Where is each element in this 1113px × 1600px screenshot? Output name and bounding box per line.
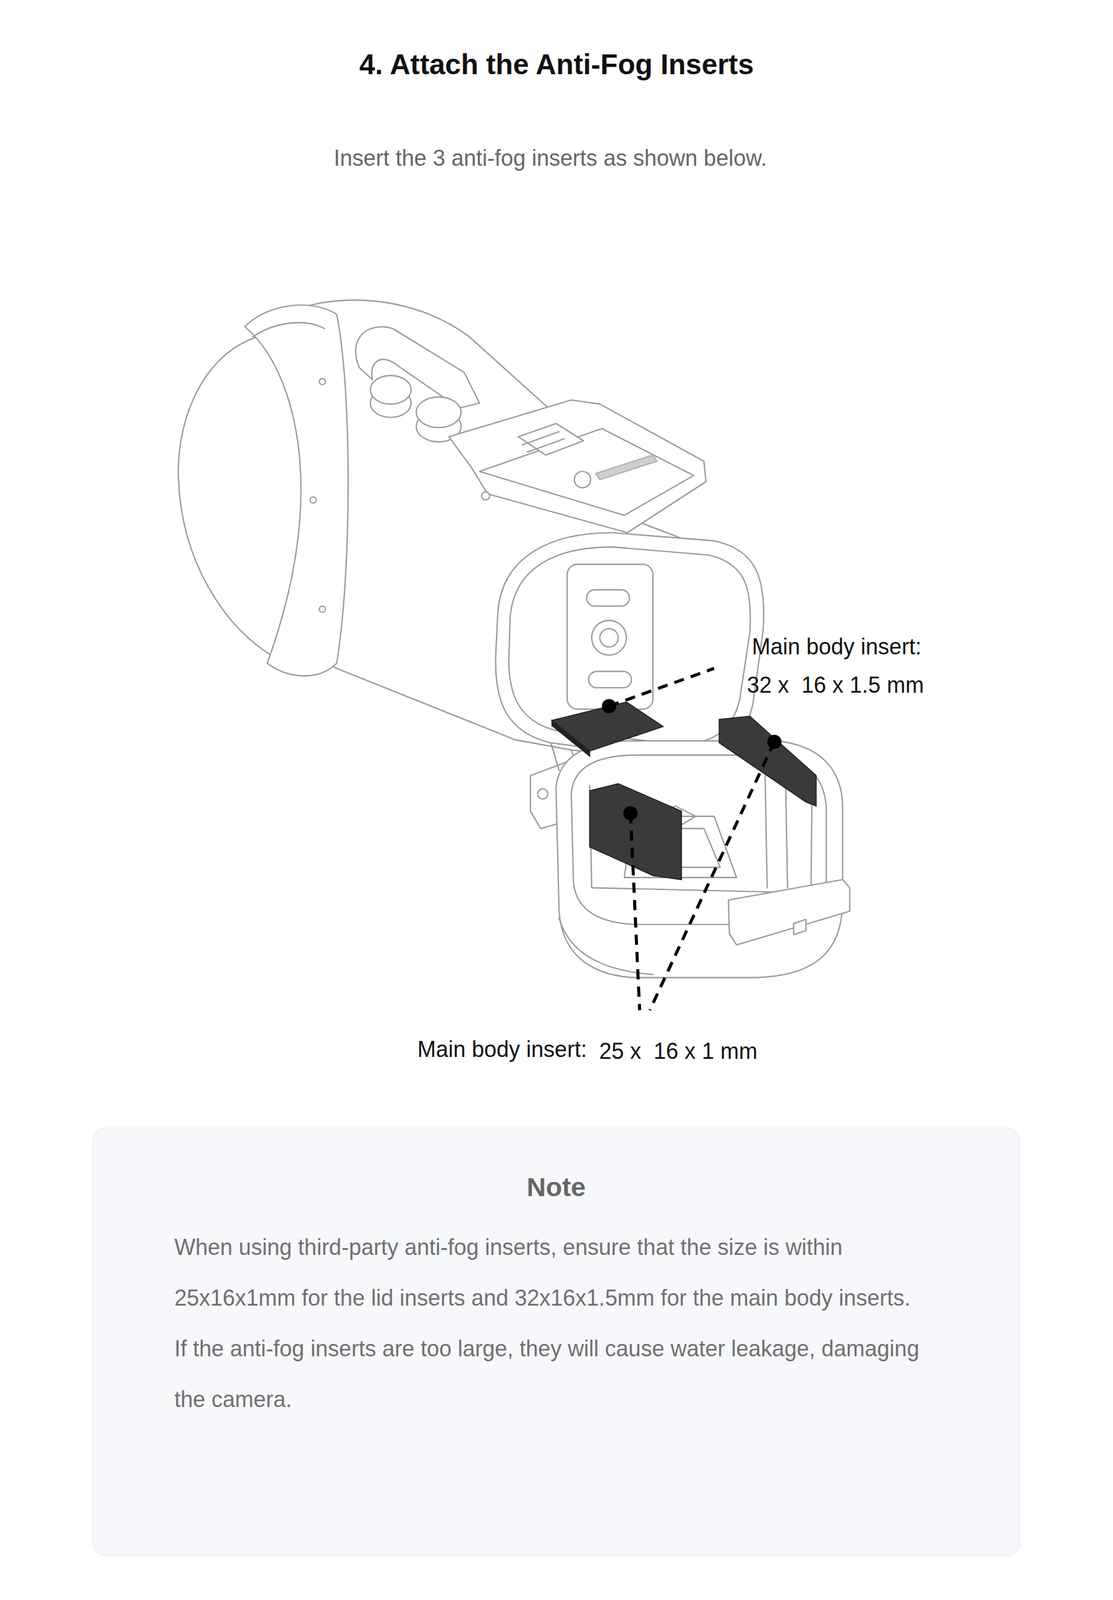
housing-outline	[567, 563, 653, 709]
housing-outline	[589, 780, 813, 893]
housing-outline	[728, 879, 850, 945]
leader-line	[649, 741, 775, 1010]
housing-outline	[416, 396, 462, 428]
housing-outline	[596, 455, 658, 480]
part-name: Main body insert:	[417, 1035, 587, 1063]
leader-dot	[767, 734, 782, 749]
housing-outline	[370, 375, 412, 404]
housing-outline	[319, 605, 326, 613]
housing-outline	[319, 378, 326, 385]
housing-outline	[481, 491, 490, 500]
housing-outline	[558, 918, 653, 975]
housing-outline	[448, 400, 707, 533]
housing-outline	[591, 620, 627, 655]
housing-outline	[310, 496, 317, 503]
leader-line	[609, 668, 715, 707]
note-text: When using third-party anti-fog inserts,…	[174, 1221, 939, 1324]
page-title: 4. Attach the Anti-Fog Inserts	[0, 46, 1113, 82]
leader-line	[609, 668, 775, 1011]
housing-outline	[764, 775, 788, 888]
leader-line	[630, 813, 640, 1010]
leader-dot	[623, 805, 638, 820]
housing-outline	[599, 628, 619, 647]
anti-fog-insert	[552, 720, 590, 757]
instruction-text: Insert the 3 anti-fog inserts as shown b…	[0, 144, 1107, 172]
part-name: Main body insert:	[751, 633, 922, 661]
anti-fog-insert	[589, 783, 682, 880]
housing-outline	[518, 423, 584, 456]
note-heading: Note	[174, 1171, 939, 1203]
housing-outline	[793, 919, 807, 935]
housing-outline	[355, 326, 480, 408]
housing-outline	[252, 322, 325, 337]
leader-dot	[601, 698, 616, 713]
housing-outline	[586, 589, 630, 606]
housing-outline	[574, 471, 591, 488]
leader-dot	[601, 698, 781, 820]
note-text: If the anti-fog inserts are too large, t…	[174, 1323, 939, 1425]
anti-fog-insert	[552, 701, 817, 880]
housing-outline	[178, 299, 850, 977]
housing-outline	[588, 671, 632, 688]
housing-outline	[537, 788, 548, 799]
dimension: 32 x 16 x 1.5 mm	[746, 671, 924, 699]
dimension: 25 x 16 x 1 mm	[599, 1037, 758, 1065]
housing-outline	[479, 428, 694, 516]
housing-outline	[522, 431, 565, 453]
anti-fog-insert	[719, 716, 817, 806]
housing-outline	[244, 304, 349, 676]
note-panel: NoteWhen using third-party anti-fog inse…	[92, 1127, 1021, 1556]
